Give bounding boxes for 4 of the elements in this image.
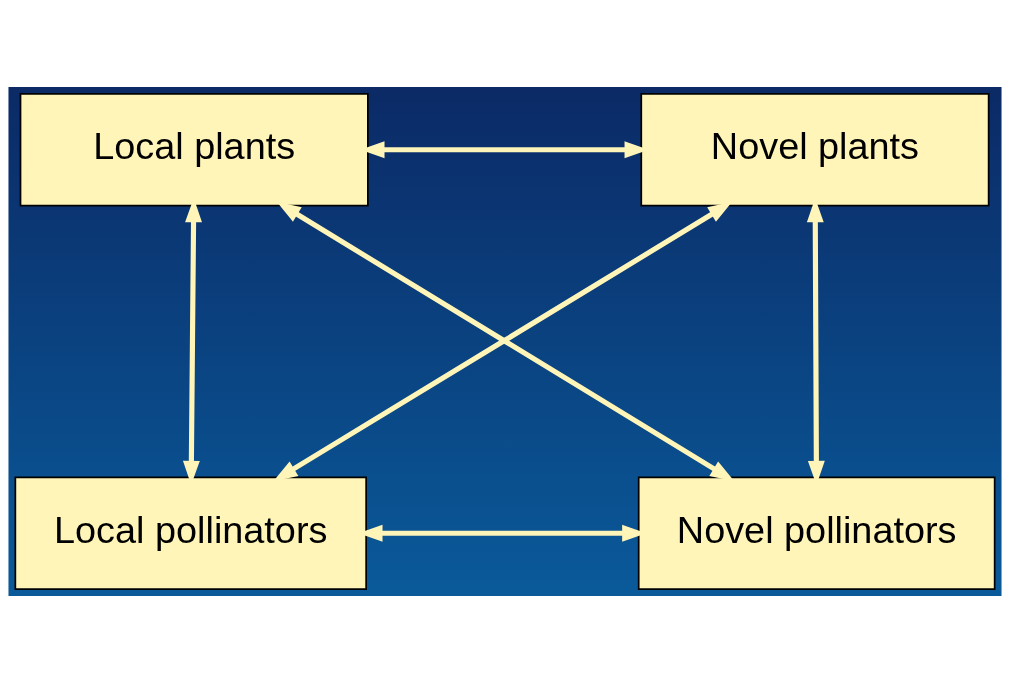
node-box: Local plants <box>19 93 369 207</box>
node-box: Novel plants <box>640 93 990 207</box>
node-box: Local pollinators <box>14 476 367 590</box>
node-box: Novel pollinators <box>637 476 996 590</box>
